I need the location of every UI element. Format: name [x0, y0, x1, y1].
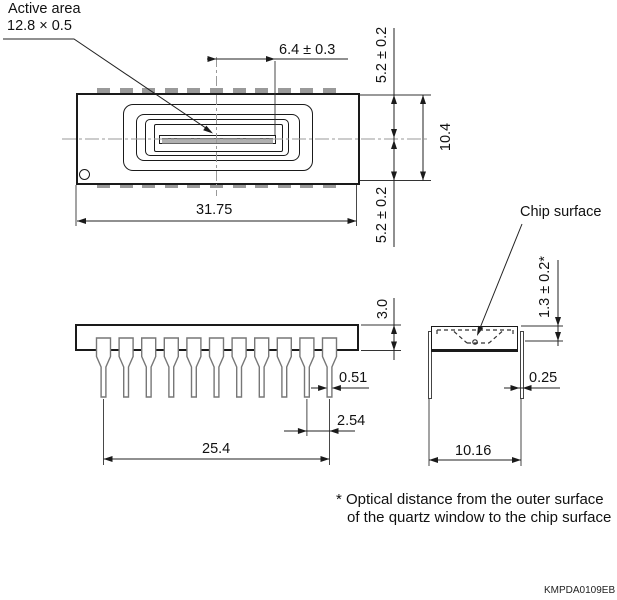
active-area-strip-fill	[162, 138, 273, 144]
active-area-size: 12.8 × 0.5	[7, 18, 72, 34]
top-view-lead	[187, 182, 201, 188]
end-view-right-lead	[519, 331, 524, 399]
top-view-lead	[142, 182, 156, 188]
dim-lead-row-spacing: 10.16	[455, 443, 492, 459]
dim-lead-pitch: 2.54	[337, 413, 366, 429]
footnote-line1: * Optical distance from the outer surfac…	[336, 491, 604, 508]
top-view-lead	[119, 182, 133, 188]
top-view-lead	[323, 88, 336, 94]
top-view-lead	[277, 88, 291, 94]
dim-center-to-bottom-edge: 5.2 ± 0.2	[374, 186, 390, 244]
window-frame-3	[145, 119, 289, 156]
window-frame-2	[136, 114, 300, 161]
active-area-label: Active area	[8, 1, 81, 17]
dim-lead-thickness: 0.25	[529, 370, 558, 386]
side-view-body	[75, 324, 359, 351]
window-frame-inner	[154, 124, 283, 152]
dim-body-height: 10.4	[438, 122, 454, 152]
dim-body-length: 31.75	[196, 202, 233, 218]
doc-number: KMPDA0109EB	[544, 585, 616, 596]
end-view-body	[431, 326, 518, 352]
top-view-lead	[164, 182, 178, 188]
top-view-lead	[97, 182, 110, 188]
pin1-indicator-dot	[79, 169, 90, 180]
chip-surface-label: Chip surface	[520, 204, 602, 220]
dim-lead-width: 0.51	[339, 370, 368, 386]
dim-body-thickness: 3.0	[375, 298, 391, 320]
top-view-lead	[300, 88, 314, 94]
chip-surface-leader	[477, 223, 523, 336]
end-view-left-lead	[427, 331, 432, 399]
top-view-lead	[277, 182, 291, 188]
top-view-lead	[255, 182, 269, 188]
dim-lead-span: 25.4	[202, 441, 231, 457]
top-view-lead	[255, 88, 269, 94]
top-view-lead	[232, 182, 246, 188]
dim-window-to-chip: 1.3 ± 0.2*	[537, 256, 553, 318]
top-view-lead	[300, 182, 314, 188]
footnote-line2: of the quartz window to the chip surface	[347, 509, 612, 526]
dim-center-to-top-edge: 5.2 ± 0.2	[374, 26, 390, 84]
top-view-lead	[232, 88, 246, 94]
top-view-lead	[323, 182, 336, 188]
dim-active-half-length: 6.4 ± 0.3	[279, 42, 336, 58]
window-frame-outer	[123, 104, 313, 171]
